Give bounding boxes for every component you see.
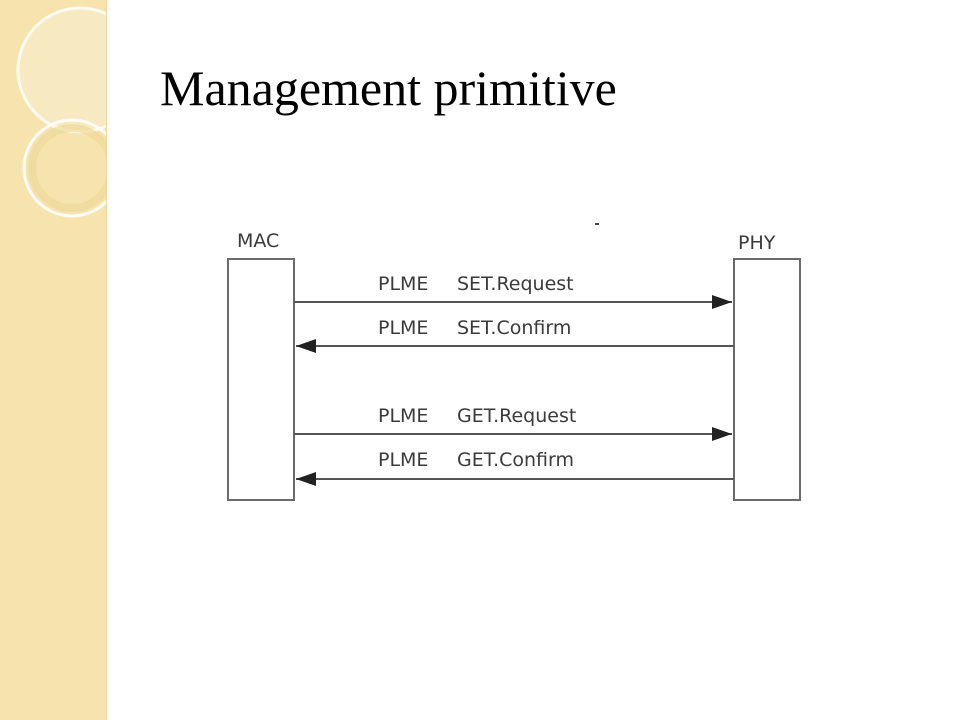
decorative-side-band [0,0,107,720]
message-primitive-label: SET.Request [457,273,574,295]
message-protocol-label: PLME [378,405,428,427]
left-entity-label: MAC [237,230,279,252]
slide-title: Management primitive [160,60,617,116]
decorative-ring [28,124,106,212]
message-primitive-label: GET.Request [457,405,576,427]
message-protocol-label: PLME [378,317,428,339]
message-protocol-label: PLME [378,449,428,471]
stray-mark [595,223,599,225]
message-protocol-label: PLME [378,273,428,295]
left-entity-box [227,258,295,501]
message-primitive-label: SET.Confirm [457,317,571,339]
decorative-ring [22,118,106,218]
right-entity-box [733,258,801,501]
decorative-rings-graphic [16,6,106,218]
right-entity-label: PHY [738,232,776,254]
message-primitive-label: GET.Confirm [457,449,574,471]
